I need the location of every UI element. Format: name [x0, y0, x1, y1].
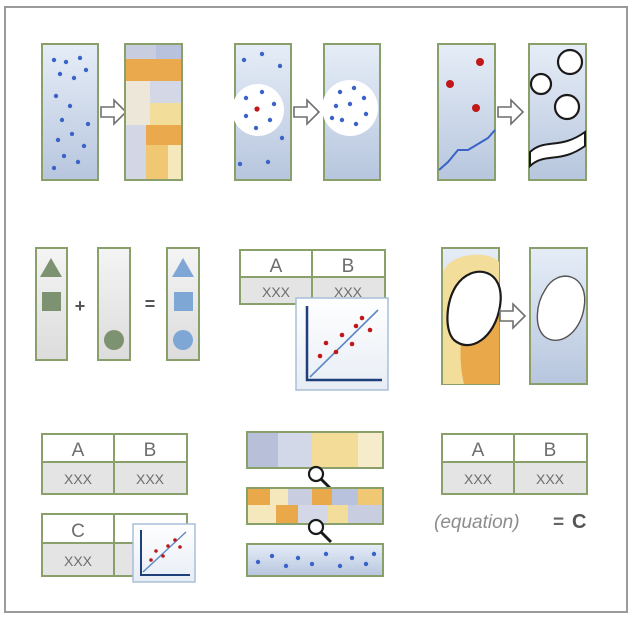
tables-regression-group: A B XXX XXX C XXX	[41, 433, 196, 583]
square-icon	[42, 292, 61, 311]
scatter-plot-icon	[295, 297, 389, 391]
table-cell-b: XXX	[334, 284, 363, 300]
merge-group: + =	[35, 247, 200, 361]
table-header-b: B	[144, 440, 157, 461]
distance-rings	[529, 48, 584, 121]
table-cell-b: XXX	[136, 471, 165, 487]
table-header-a: A	[270, 256, 283, 277]
table-cell-b: XXX	[536, 471, 565, 487]
clipped-shape	[536, 275, 586, 341]
result-circle	[322, 80, 378, 136]
equation-equals: =	[553, 512, 564, 533]
point-strip	[246, 543, 384, 577]
raster-strip-fine	[246, 487, 384, 525]
overlay-group	[441, 247, 588, 385]
equation-label: (equation) = C	[434, 511, 586, 533]
table-cell-a: XXX	[64, 471, 93, 487]
table-header-a: A	[72, 440, 85, 461]
raster-strip-coarse	[246, 431, 384, 469]
equals-operator: =	[145, 294, 156, 314]
square-icon	[174, 292, 193, 311]
source-points	[446, 58, 484, 112]
table-cell-c: XXX	[64, 553, 93, 569]
plus-operator: +	[75, 296, 86, 316]
zoom-group	[246, 431, 384, 577]
equation-result: C	[572, 511, 586, 533]
distance-group	[437, 43, 587, 181]
result-dots	[329, 85, 369, 127]
attribute-table-ab: A B XXX XXX	[41, 433, 188, 495]
table-regression-group: A B XXX XXX	[239, 249, 389, 391]
table-header-a: A	[472, 440, 485, 461]
path-line	[438, 129, 496, 171]
circle-icon	[104, 330, 124, 350]
table-cell-a: XXX	[464, 471, 493, 487]
attribute-table: A B XXX XXX	[239, 249, 386, 305]
table-cell-a: XXX	[262, 284, 291, 300]
arrow-right-icon	[497, 98, 525, 126]
point-panel	[41, 43, 99, 181]
arrow-right-icon	[100, 98, 128, 126]
source-panel	[437, 43, 496, 181]
points-to-raster-group	[41, 43, 183, 181]
field-calculator-group: A B XXX XXX (equation) = C	[434, 433, 588, 533]
clip-shape	[446, 270, 502, 347]
density-group	[232, 43, 381, 181]
attribute-table: A B XXX XXX	[441, 433, 588, 495]
table-header-b: B	[544, 440, 557, 461]
triangle-icon	[40, 258, 62, 277]
raster-panel	[124, 43, 183, 181]
magnifier-icon	[307, 518, 333, 544]
neighborhood-dots	[237, 51, 285, 167]
circle-icon	[173, 330, 193, 350]
arrow-right-icon	[499, 302, 527, 330]
magnifier-icon	[307, 465, 333, 491]
corridor-shape	[529, 130, 586, 169]
center-point	[254, 106, 260, 112]
equation-expression: (equation)	[434, 512, 520, 533]
scatter-plot-icon	[132, 523, 196, 583]
table-header-b: B	[342, 256, 355, 277]
point-dots	[51, 55, 91, 171]
triangle-icon	[172, 258, 194, 277]
arrow-right-icon	[293, 98, 321, 126]
table-header-c: C	[71, 521, 85, 542]
